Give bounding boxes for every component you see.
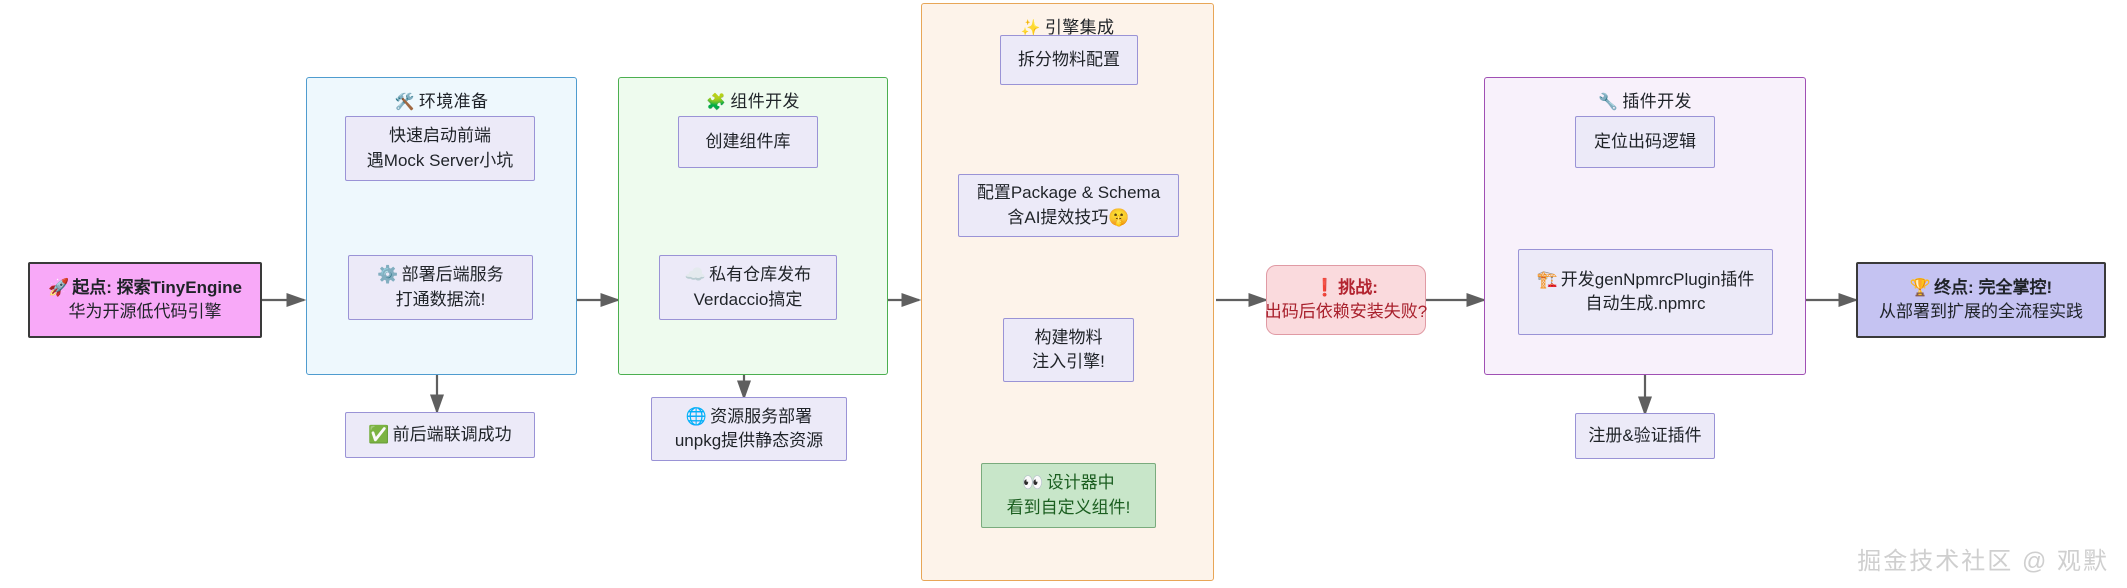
- node-comp2-line2: Verdaccio搞定: [693, 289, 803, 309]
- trophy-icon: 🏆: [1909, 277, 1932, 297]
- subgraph-plugin-label: 插件开发: [1622, 92, 1692, 111]
- challenge-node-title-line: ❗挑战:: [1314, 276, 1378, 300]
- wrench-icon: 🔧: [1598, 94, 1619, 111]
- node-eng2-line1: 配置Package & Schema: [976, 183, 1161, 203]
- node-comp1-line1: 创建组件库: [705, 131, 791, 151]
- node-plg3-line1: 注册&验证插件: [1588, 425, 1702, 445]
- node-eng2[interactable]: 配置Package & Schema 含AI提效技巧🤫: [958, 174, 1179, 237]
- finish-node[interactable]: 🏆终点: 完全掌控! 从部署到扩展的全流程实践: [1856, 262, 2106, 338]
- node-eng4-line2: 看到自定义组件!: [1006, 497, 1131, 517]
- puzzle-piece-icon: 🧩: [706, 94, 727, 111]
- challenge-node-title: 挑战:: [1338, 277, 1378, 297]
- node-plg2-text1: 开发genNpmrcPlugin插件: [1560, 269, 1755, 289]
- challenge-node[interactable]: ❗挑战: 出码后依赖安装失败?: [1264, 265, 1428, 335]
- node-plg2-line2: 自动生成.npmrc: [1585, 294, 1706, 313]
- start-node[interactable]: 🚀起点: 探索TinyEngine 华为开源低代码引擎: [28, 262, 262, 338]
- subgraph-component-label: 组件开发: [730, 92, 800, 111]
- start-node-subtitle: 华为开源低代码引擎: [68, 302, 222, 321]
- subgraph-env-title: 🛠️环境准备: [307, 87, 576, 112]
- node-env1[interactable]: 快速启动前端 遇Mock Server小坑: [345, 116, 535, 181]
- start-node-title-line: 🚀起点: 探索TinyEngine: [48, 276, 242, 300]
- node-comp2-text1: 私有仓库发布: [709, 265, 812, 285]
- globe-icon: 🌐: [685, 406, 708, 426]
- node-comp2[interactable]: ☁️私有仓库发布 Verdaccio搞定: [659, 255, 837, 320]
- exclamation-icon: ❗: [1314, 277, 1336, 297]
- node-comp1[interactable]: 创建组件库: [678, 116, 818, 168]
- node-plg1[interactable]: 定位出码逻辑: [1575, 116, 1715, 168]
- node-env3-line1: ✅前后端联调成功: [368, 423, 511, 447]
- subgraph-engine-label: 引擎集成: [1044, 18, 1115, 37]
- node-env3-text1: 前后端联调成功: [392, 424, 512, 444]
- node-eng3[interactable]: 构建物料 注入引擎!: [1003, 318, 1134, 382]
- node-plg3[interactable]: 注册&验证插件: [1575, 413, 1715, 459]
- subgraph-plugin-title: 🔧插件开发: [1485, 87, 1805, 112]
- node-plg2[interactable]: 🏗️开发genNpmrcPlugin插件 自动生成.npmrc: [1518, 249, 1773, 335]
- node-env2-line1: ⚙️部署后端服务: [377, 263, 503, 287]
- node-eng1-line1: 拆分物料配置: [1018, 49, 1120, 69]
- node-comp3-line2: unpkg提供静态资源: [674, 431, 824, 450]
- node-env2-text1: 部署后端服务: [401, 265, 504, 285]
- watermark: 掘金技术社区 @ 观默: [1857, 548, 2109, 575]
- subgraph-env-label: 环境准备: [418, 92, 489, 111]
- sparkles-icon: ✨: [1020, 20, 1041, 37]
- eyes-icon: 👀: [1022, 473, 1044, 493]
- rocket-icon: 🚀: [48, 277, 70, 297]
- node-eng4[interactable]: 👀设计器中 看到自定义组件!: [981, 463, 1156, 528]
- check-mark-icon: ✅: [368, 424, 390, 444]
- node-eng4-line1: 👀设计器中: [1022, 471, 1114, 495]
- node-env2[interactable]: ⚙️部署后端服务 打通数据流!: [348, 255, 533, 320]
- cloud-icon: ☁️: [684, 265, 707, 285]
- node-eng3-line1: 构建物料: [1034, 327, 1103, 347]
- node-plg2-line1: 🏗️开发genNpmrcPlugin插件: [1537, 268, 1755, 292]
- finish-node-title-line: 🏆终点: 完全掌控!: [1910, 276, 2052, 300]
- node-plg1-line1: 定位出码逻辑: [1594, 131, 1696, 151]
- node-eng4-text1: 设计器中: [1046, 473, 1115, 493]
- node-comp3[interactable]: 🌐资源服务部署 unpkg提供静态资源: [651, 397, 847, 461]
- subgraph-engine-title: ✨引擎集成: [922, 13, 1213, 38]
- subgraph-component-title: 🧩组件开发: [619, 87, 887, 112]
- start-node-title: 起点: 探索TinyEngine: [72, 277, 242, 297]
- node-comp3-text1: 资源服务部署: [710, 406, 813, 426]
- tools-icon: 🛠️: [394, 94, 415, 111]
- construction-worker-icon: 🏗️: [1536, 269, 1558, 289]
- node-eng3-line2: 注入引擎!: [1032, 352, 1105, 371]
- node-env1-line1: 快速启动前端: [389, 126, 491, 146]
- node-comp2-line1: ☁️私有仓库发布: [685, 263, 811, 287]
- finish-node-title: 终点: 完全掌控!: [1934, 277, 2053, 297]
- node-env3[interactable]: ✅前后端联调成功: [345, 412, 535, 458]
- node-eng2-line2: 含AI提效技巧🤫: [1007, 207, 1130, 227]
- challenge-node-subtitle: 出码后依赖安装失败?: [1264, 302, 1428, 321]
- finish-node-subtitle: 从部署到扩展的全流程实践: [1879, 302, 2083, 321]
- node-env1-line2: 遇Mock Server小坑: [366, 150, 514, 170]
- gear-icon: ⚙️: [377, 265, 399, 285]
- node-env2-line2: 打通数据流!: [395, 289, 486, 309]
- node-eng1[interactable]: 拆分物料配置: [1000, 35, 1138, 85]
- node-comp3-line1: 🌐资源服务部署: [686, 405, 812, 429]
